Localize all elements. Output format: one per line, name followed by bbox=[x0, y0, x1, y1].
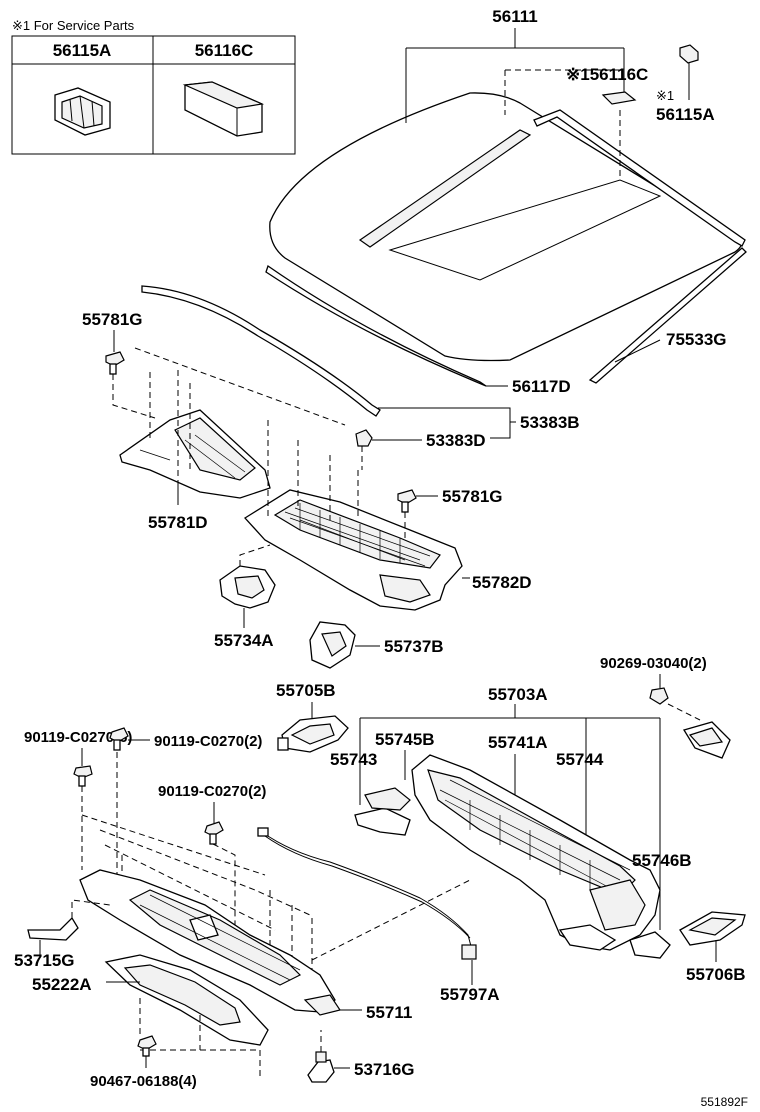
panel-55711 bbox=[79, 869, 341, 1016]
label-55781d: 55781D bbox=[148, 513, 208, 532]
bracket-55705b bbox=[277, 715, 349, 753]
clip-55781g-mid bbox=[397, 489, 417, 513]
label-53383b: 53383B bbox=[520, 413, 580, 432]
label-53383d: 53383D bbox=[426, 431, 486, 450]
windshield-glass bbox=[269, 92, 746, 362]
clip-53715g bbox=[27, 916, 79, 941]
bracket-55734a bbox=[219, 565, 276, 609]
label-90269: 90269-03040(2) bbox=[600, 655, 707, 672]
service-box-header: ※1 For Service Parts bbox=[12, 18, 135, 33]
label-53715g: 53715G bbox=[14, 951, 75, 970]
clip-53716g bbox=[307, 1051, 335, 1083]
label-56115a-mark: ※1 bbox=[656, 88, 674, 103]
label-55734a: 55734A bbox=[214, 631, 274, 650]
service-parts-box: ※1 For Service Parts 56115A 56116C bbox=[11, 18, 296, 155]
label-56115a: 56115A bbox=[656, 105, 715, 124]
label-55744: 55744 bbox=[556, 750, 604, 769]
label-55743: 55743 bbox=[330, 750, 377, 769]
label-55222a: 55222A bbox=[32, 975, 92, 994]
bracket-55706b bbox=[679, 911, 746, 946]
label-55711: 55711 bbox=[366, 1003, 412, 1022]
bracket-55737b bbox=[309, 621, 356, 669]
diagram-reference-code: 551892F bbox=[701, 1095, 748, 1109]
bolt-90269 bbox=[649, 687, 669, 705]
label-90467: 90467-06188(4) bbox=[90, 1073, 197, 1090]
clip-56115a bbox=[679, 44, 699, 64]
service-box-col1: 56115A bbox=[53, 41, 112, 60]
label-55745b: 55745B bbox=[375, 730, 435, 749]
label-90119-c: 90119-C0270(2) bbox=[158, 783, 266, 800]
bracket-55744 bbox=[558, 924, 617, 951]
label-55703a: 55703A bbox=[488, 685, 548, 704]
label-56117d: 56117D bbox=[512, 377, 571, 396]
bolt-90119-a bbox=[73, 765, 93, 787]
label-90119-a: 90119-C0270(6) bbox=[24, 729, 132, 746]
label-75533g: 75533G bbox=[666, 330, 727, 349]
moulding-75533g bbox=[588, 247, 747, 384]
bracket-55746b bbox=[629, 931, 671, 959]
panel-55741a bbox=[411, 754, 661, 951]
bracket-90269-target bbox=[682, 721, 731, 759]
label-55781g-top: 55781G bbox=[82, 310, 143, 329]
bracket-55743 bbox=[354, 787, 411, 836]
label-53716g: 53716G bbox=[354, 1060, 415, 1079]
bolt-90119-b bbox=[109, 727, 129, 751]
label-55797a: 55797A bbox=[440, 985, 500, 1004]
label-56116c: ※156116C bbox=[566, 65, 648, 84]
label-55741a: 55741A bbox=[488, 733, 548, 752]
tape-56116c-icon bbox=[182, 81, 265, 137]
label-55706b: 55706B bbox=[686, 965, 746, 984]
clip-55781g-top bbox=[105, 351, 125, 375]
label-56111: 56111 bbox=[492, 7, 537, 26]
seal-53383b bbox=[141, 285, 381, 417]
clip-53383d bbox=[355, 429, 373, 470]
panel-55782d bbox=[243, 489, 463, 611]
clip-56115a-icon bbox=[54, 87, 111, 136]
bolt-90119-c bbox=[204, 821, 224, 845]
cover-55222a bbox=[104, 954, 269, 1046]
clip-90467 bbox=[137, 1035, 157, 1057]
label-55781g-mid: 55781G bbox=[442, 487, 503, 506]
label-90119-b: 90119-C0270(2) bbox=[154, 733, 262, 750]
label-55737b: 55737B bbox=[384, 637, 444, 656]
label-55746b: 55746B bbox=[632, 851, 692, 870]
label-55782d: 55782D bbox=[472, 573, 532, 592]
label-55705b: 55705B bbox=[276, 681, 336, 700]
panel-55781d bbox=[119, 409, 271, 499]
wiper-link-55797a bbox=[257, 827, 477, 960]
service-box-col2: 56116C bbox=[195, 41, 254, 60]
tape-56116c bbox=[601, 91, 637, 105]
